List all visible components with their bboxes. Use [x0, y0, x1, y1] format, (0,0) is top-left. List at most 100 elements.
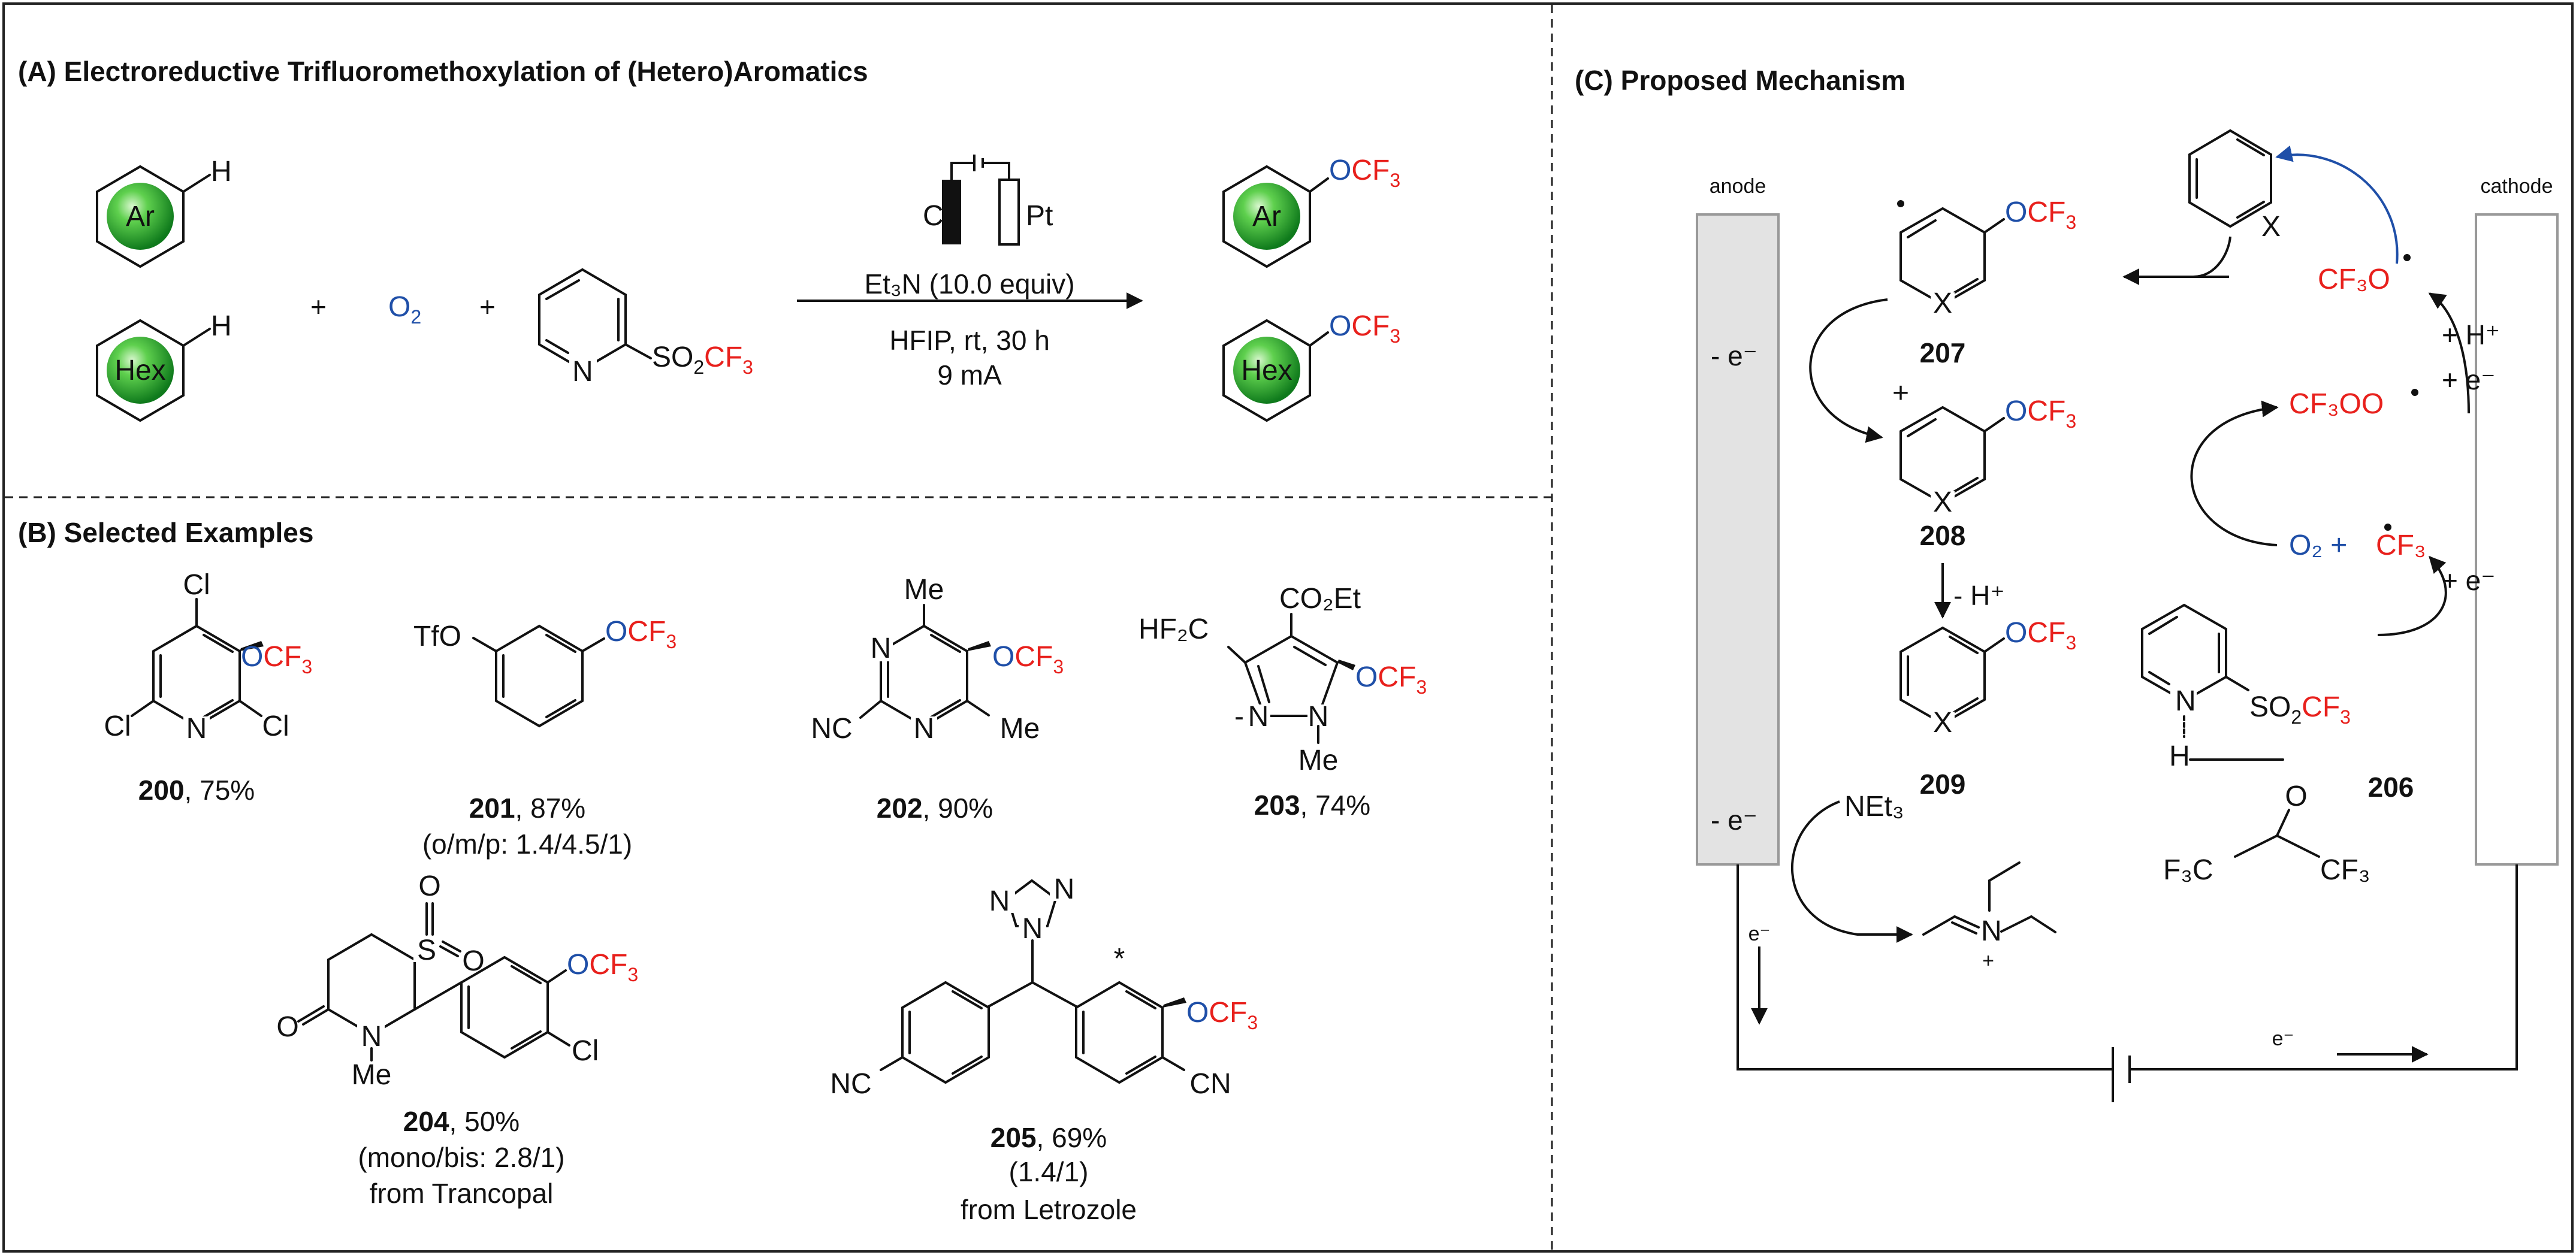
svg-text:O: O: [276, 1011, 298, 1043]
svg-text:OCF3: OCF3: [1355, 661, 1427, 698]
compound-204: O S O O N Me OCF3 Cl 204, 50% (mono/bis:…: [276, 870, 638, 1209]
svg-text:N: N: [1248, 701, 1269, 733]
compound-200: Cl OCF3 Cl Cl N 200, 75%: [104, 569, 312, 806]
svg-text:C: C: [923, 200, 944, 232]
svg-text:S: S: [417, 935, 436, 966]
arene-substrate: X: [2188, 129, 2283, 243]
svg-text:Pt: Pt: [1026, 200, 1053, 232]
anode-electrode: [1696, 213, 1780, 866]
svg-text:N: N: [1054, 873, 1075, 905]
svg-text:OCF3: OCF3: [241, 641, 312, 678]
svg-text:CF₃: CF₃: [2320, 854, 2370, 886]
compound-203: CO₂Et HF₂C OCF3 N N - Me 203, 74%: [1138, 583, 1427, 821]
svg-text:+ e⁻: + e⁻: [2442, 565, 2496, 596]
svg-text:O: O: [418, 870, 440, 902]
arene-product: Ar OCF3: [1222, 155, 1400, 268]
panel-b-title: (B) Selected Examples: [18, 517, 313, 548]
svg-text:+ H⁺: + H⁺: [2442, 319, 2500, 350]
radical-attack-blue-arrow: [2275, 145, 2399, 264]
svg-text:(mono/bis: 2.8/1): (mono/bis: 2.8/1): [358, 1142, 564, 1173]
iminium-ion: N +: [1922, 861, 2056, 972]
circuit-wire-left: [1737, 864, 2113, 1070]
svg-text:203, 74%: 203, 74%: [1254, 790, 1370, 821]
cation-208: + OCF3 X 208: [1892, 377, 2076, 551]
svg-text:Et₃N (10.0 equiv): Et₃N (10.0 equiv): [864, 268, 1074, 300]
svg-text:+: +: [1892, 377, 1909, 409]
panel-c: (C) Proposed Mechanism anode cathode e⁻ …: [1575, 65, 2559, 1102]
panel-a: (A) Electroreductive Trifluoromethoxylat…: [18, 56, 1400, 422]
svg-text:HFIP, rt, 30 h: HFIP, rt, 30 h: [889, 325, 1050, 356]
aryl-sphere-icon: [107, 183, 174, 250]
svg-text:200, 75%: 200, 75%: [138, 775, 255, 806]
svg-text:Me: Me: [352, 1059, 392, 1091]
svg-text:206: 206: [2368, 772, 2414, 803]
product-209: OCF3 X 209: [1899, 617, 2076, 800]
svg-text:Hex: Hex: [114, 355, 165, 386]
svg-text:- H⁺: - H⁺: [1953, 580, 2005, 611]
oxygen-reagent: O2: [388, 291, 421, 328]
svg-text:205, 69%: 205, 69%: [990, 1122, 1107, 1153]
svg-text:OCF3: OCF3: [1186, 997, 1258, 1033]
pyridine-sulfone-reagent: N SO2CF3: [538, 268, 753, 388]
svg-text:N: N: [1981, 915, 2002, 947]
svg-text:+: +: [479, 291, 496, 322]
svg-text:- e⁻: - e⁻: [1711, 340, 1757, 371]
svg-text:H: H: [211, 156, 232, 188]
svg-text:-: -: [1234, 701, 1244, 733]
svg-text:N: N: [186, 713, 207, 745]
svg-text:OCF3: OCF3: [2005, 395, 2076, 432]
svg-text:OCF3: OCF3: [1329, 155, 1400, 191]
svg-text:202, 90%: 202, 90%: [877, 793, 993, 824]
cf3o-radical: CF₃O: [2318, 264, 2390, 295]
svg-text:SO2CF3: SO2CF3: [652, 341, 753, 378]
svg-text:O: O: [2285, 781, 2307, 812]
radical-207: OCF3 X 207: [1897, 196, 2076, 368]
svg-text:9 mA: 9 mA: [937, 359, 1002, 391]
svg-text:X: X: [1933, 486, 1952, 518]
svg-text:Me: Me: [1298, 745, 1339, 776]
svg-text:SO2CF3: SO2CF3: [2249, 691, 2351, 728]
svg-text:H: H: [211, 310, 232, 342]
svg-text:X: X: [1933, 707, 1952, 739]
svg-text:Ar: Ar: [126, 201, 155, 232]
svg-text:Me: Me: [1000, 713, 1040, 745]
svg-text:204, 50%: 204, 50%: [403, 1106, 520, 1137]
svg-text:+: +: [310, 291, 327, 322]
svg-text:- e⁻: - e⁻: [1711, 805, 1757, 836]
svg-text:N: N: [989, 885, 1010, 917]
complex-206: N SO2CF3 H O F₃C CF₃ 206: [2141, 603, 2414, 886]
svg-text:CO₂Et: CO₂Et: [1279, 583, 1361, 615]
svg-text:208: 208: [1920, 520, 1966, 551]
svg-text:*: *: [1114, 943, 1125, 975]
svg-text:OCF3: OCF3: [605, 616, 677, 652]
svg-text:NC: NC: [830, 1068, 871, 1100]
svg-text:201, 87%: 201, 87%: [469, 793, 585, 824]
compound-201: TfO OCF3 201, 87% (o/m/p: 1.4/4.5/1): [413, 616, 677, 860]
peroxyl-reduction-arrow: [2428, 292, 2470, 414]
svg-text:OCF3: OCF3: [2005, 196, 2076, 233]
anode-label: anode: [1710, 175, 1766, 198]
svg-text:from Trancopal: from Trancopal: [370, 1178, 554, 1209]
svg-text:N: N: [871, 633, 892, 664]
cathode-electrode: [2475, 213, 2559, 866]
svg-text:N: N: [2175, 685, 2196, 717]
svg-text:207: 207: [1920, 337, 1966, 368]
hetaryl-sphere-icon: [107, 337, 174, 404]
svg-text:F₃C: F₃C: [2163, 854, 2213, 886]
cf3-radical: CF₃: [2376, 530, 2426, 561]
svg-text:Cl: Cl: [262, 710, 289, 742]
oxygen-trapping-arrow: [2190, 400, 2279, 546]
hetarene-product: Hex OCF3: [1222, 310, 1400, 422]
compound-205: N N N NC * OCF3 CN 205, 69%: [830, 873, 1258, 1225]
cf3oo-radical: CF₃OO: [2289, 388, 2384, 420]
svg-text:209: 209: [1920, 769, 1966, 800]
svg-text:TfO: TfO: [413, 621, 461, 652]
electrolysis-cell-icon: C Pt: [923, 155, 1053, 246]
svg-text:CN: CN: [1189, 1068, 1231, 1100]
svg-text:Cl: Cl: [183, 569, 210, 601]
svg-text:+ e⁻: + e⁻: [2442, 364, 2496, 395]
o2-plus: O₂ +: [2289, 530, 2347, 561]
panel-c-title: (C) Proposed Mechanism: [1575, 65, 1905, 96]
